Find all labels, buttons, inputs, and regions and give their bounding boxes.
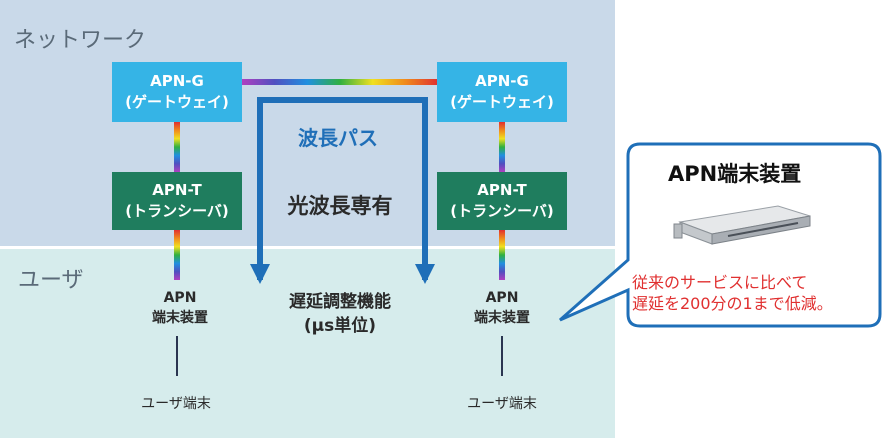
apn-terminal-device-image — [673, 205, 811, 245]
right-user-connection — [501, 336, 503, 376]
right-apn-t-box: APN-T (トランシーバ) — [437, 172, 567, 230]
left-apn-g-box: APN-G (ゲートウェイ) — [112, 62, 242, 122]
gateway-wavelength-link — [242, 79, 438, 85]
right-apn-device-line2: 端末装置 — [474, 310, 530, 326]
wavelength-path-arrows — [250, 97, 435, 284]
callout-description-line1: 従来のサービスに比べて — [632, 273, 808, 292]
left-apn-device-line1: APN — [163, 290, 197, 306]
user-zone — [0, 248, 615, 438]
right-rainbow-link-upper — [499, 122, 505, 172]
right-apn-t-desc: (トランシーバ) — [450, 202, 554, 220]
right-user-terminal: ユーザ端末 — [467, 396, 537, 412]
left-user-terminal: ユーザ端末 — [141, 396, 211, 412]
right-rainbow-link-lower — [499, 230, 505, 280]
user-zone-label: ユーザ — [18, 268, 84, 293]
right-apn-g-desc: (ゲートウェイ) — [450, 93, 554, 111]
zone-divider — [0, 246, 615, 249]
right-apn-device: APN 端末装置 — [442, 288, 562, 328]
right-apn-device-line1: APN — [485, 290, 519, 306]
left-apn-g-name: APN-G — [150, 72, 204, 90]
delay-adjustment-line1: 遅延調整機能 — [289, 292, 391, 312]
left-apn-t-box: APN-T (トランシーバ) — [112, 172, 242, 230]
right-apn-g-box: APN-G (ゲートウェイ) — [437, 62, 567, 122]
left-apn-device: APN 端末装置 — [120, 288, 240, 328]
callout-title: APN端末装置 — [668, 162, 802, 186]
left-rainbow-link-upper — [174, 122, 180, 172]
right-apn-g-name: APN-G — [475, 72, 529, 90]
left-rainbow-link-lower — [174, 230, 180, 280]
left-apn-t-name: APN-T — [152, 181, 202, 199]
callout-description-line2: 遅延を200分の1まで低減。 — [632, 294, 833, 313]
left-apn-device-line2: 端末装置 — [152, 310, 208, 326]
network-zone-label: ネットワーク — [14, 28, 147, 53]
left-apn-g-desc: (ゲートウェイ) — [125, 93, 229, 111]
delay-adjustment-line2: (μs単位) — [303, 316, 377, 336]
callout-description: 従来のサービスに比べて 遅延を200分の1まで低減。 — [632, 272, 833, 314]
right-apn-t-name: APN-T — [477, 181, 527, 199]
delay-adjustment-label: 遅延調整機能 (μs単位) — [270, 290, 410, 338]
left-apn-t-desc: (トランシーバ) — [125, 202, 229, 220]
left-user-connection — [176, 336, 178, 376]
wavelength-path-label: 波長パス — [298, 126, 378, 150]
dedicated-wavelength-label: 光波長専有 — [287, 194, 393, 218]
